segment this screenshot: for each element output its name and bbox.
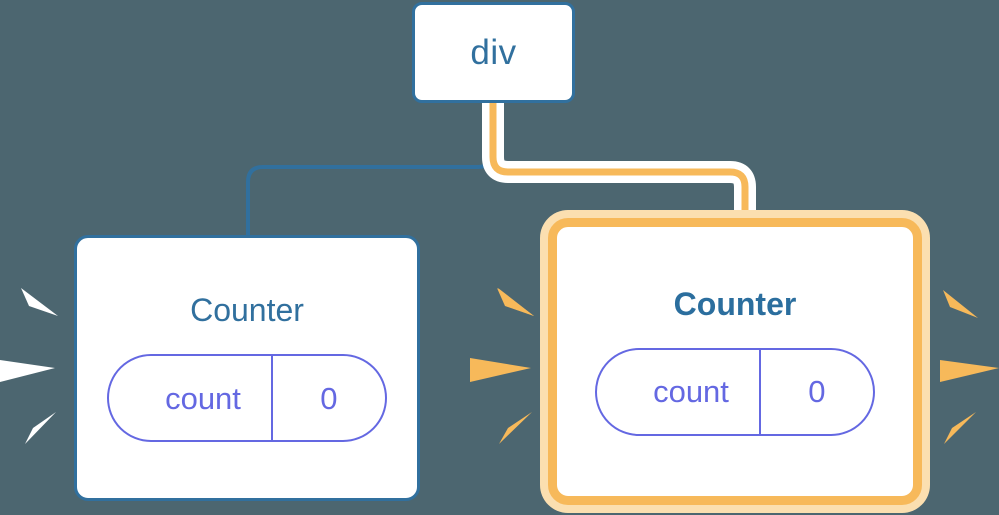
node-counter-left-label: Counter — [190, 292, 304, 328]
edge-root-to-right-child — [489, 103, 749, 232]
node-counter-right-label: Counter — [673, 285, 797, 322]
node-root-label: div — [470, 33, 517, 72]
state-pill-left: count 0 — [107, 354, 387, 442]
node-root-div[interactable]: div — [412, 2, 575, 103]
state-pill-right-key: count — [653, 374, 729, 409]
node-counter-left[interactable]: Counter count 0 — [74, 235, 420, 501]
node-counter-right[interactable]: Counter count 0 — [548, 218, 922, 505]
edge-root-to-right-child-halo — [482, 103, 756, 232]
edge-root-to-left-child — [246, 103, 495, 235]
state-pill-left-value: 0 — [270, 356, 385, 440]
state-pill-left-key: count — [165, 380, 241, 416]
state-pill-right: count 0 — [595, 347, 875, 436]
state-pill-right-value: 0 — [758, 349, 873, 434]
